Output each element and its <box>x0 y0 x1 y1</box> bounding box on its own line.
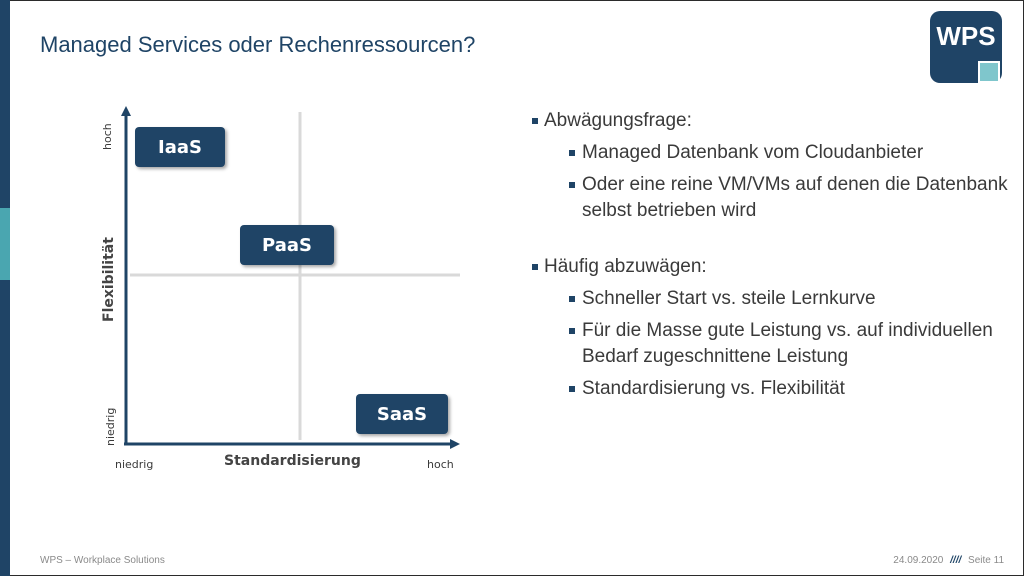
x-axis-high-label: hoch <box>427 458 454 471</box>
bullet-square-icon <box>569 182 575 188</box>
logo-text: WPS <box>936 21 996 51</box>
bullet-list: Abwägungsfrage: Managed Datenbank vom Cl… <box>530 108 1010 408</box>
left-accent-bar <box>0 0 10 576</box>
bullet-text: Standardisierung vs. Flexibilität <box>582 378 845 399</box>
x-axis-title: Standardisierung <box>224 453 361 469</box>
bullet-square-icon <box>569 296 575 302</box>
saas-box: SaaS <box>356 394 448 434</box>
x-axis-arrow <box>450 439 460 449</box>
paas-box: PaaS <box>240 225 334 265</box>
y-axis-high-label: hoch <box>101 123 114 150</box>
bullet-text: Häufig abzuwägen: <box>544 256 707 277</box>
left-accent-highlight <box>0 208 10 280</box>
bullet-level2: Managed Datenbank vom Cloudanbieter <box>530 140 1010 166</box>
bullet-square-icon <box>569 150 575 156</box>
iaas-box: IaaS <box>135 127 225 167</box>
bullet-text: Managed Datenbank vom Cloudanbieter <box>582 142 924 163</box>
y-axis-title: Flexibilität <box>101 237 117 322</box>
footer-company: WPS – Workplace Solutions <box>40 555 165 566</box>
footer-date: 24.09.2020 <box>893 555 944 566</box>
bullet-level1: Häufig abzuwägen: <box>530 254 1010 280</box>
bullet-text: Abwägungsfrage: <box>544 110 692 131</box>
y-axis-arrow <box>121 106 131 116</box>
bullet-level2: Für die Masse gute Leistung vs. auf indi… <box>530 318 1010 370</box>
footer-meta: 24.09.2020 //// Seite 11 <box>893 555 1004 566</box>
bullet-text: Schneller Start vs. steile Lernkurve <box>582 288 876 309</box>
bullet-level2: Standardisierung vs. Flexibilität <box>530 376 1010 402</box>
bullet-text: Für die Masse gute Leistung vs. auf indi… <box>582 320 993 367</box>
bullet-level2: Schneller Start vs. steile Lernkurve <box>530 286 1010 312</box>
wps-logo: WPS <box>930 11 1002 83</box>
bullet-square-icon <box>569 386 575 392</box>
logo-square <box>978 61 1000 83</box>
bullet-level2: Oder eine reine VM/VMs auf denen die Dat… <box>530 172 1010 224</box>
bullet-text: Oder eine reine VM/VMs auf denen die Dat… <box>582 174 1008 221</box>
slide-title: Managed Services oder Rechenressourcen? <box>40 32 476 57</box>
bullet-square-icon <box>532 264 538 270</box>
y-axis-low-label: niedrig <box>104 407 117 446</box>
bullet-square-icon <box>569 328 575 334</box>
x-axis-low-label: niedrig <box>115 458 154 471</box>
footer-page-number: Seite 11 <box>968 555 1004 566</box>
footer-separator: //// <box>950 555 962 566</box>
bullet-level1: Abwägungsfrage: <box>530 108 1010 134</box>
bullet-square-icon <box>532 118 538 124</box>
